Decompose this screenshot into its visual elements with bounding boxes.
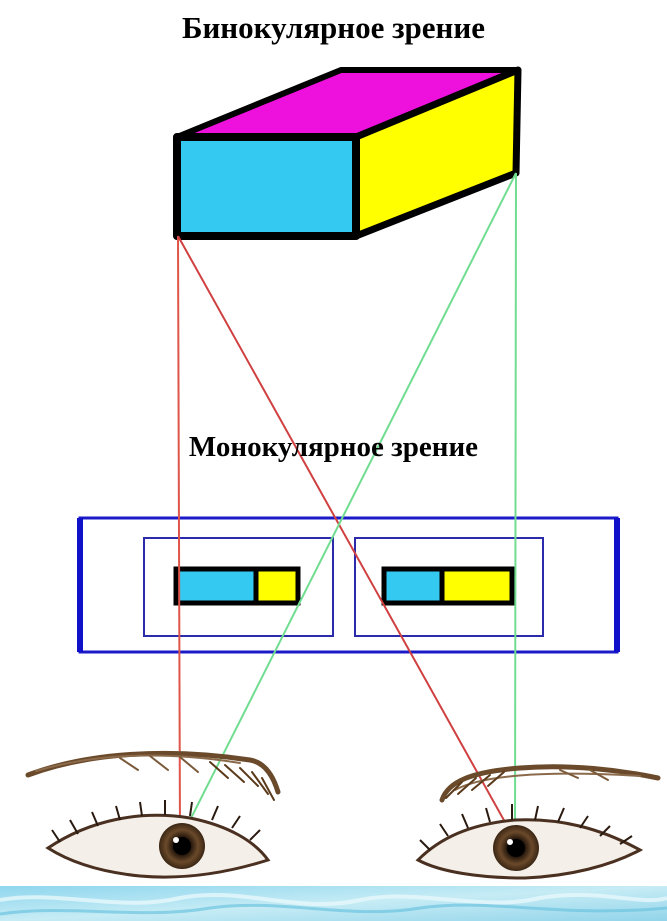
left-image-outline <box>173 566 301 606</box>
sight-rays <box>177 172 517 841</box>
left-eye-ray-vertical <box>177 235 181 839</box>
right-image-outline <box>381 566 515 606</box>
right-eye <box>415 804 644 880</box>
bottom-band <box>0 886 667 921</box>
right-image-side <box>442 569 512 603</box>
left-eye-image <box>173 566 301 606</box>
left-lens-frame <box>143 537 334 637</box>
cube-front-face <box>173 133 360 240</box>
right-eyebrow <box>439 764 661 803</box>
left-eye-highlight <box>173 837 179 843</box>
right-eye-highlight <box>507 839 513 845</box>
screen-frame <box>77 516 620 654</box>
right-lens-frame <box>354 537 544 637</box>
binocular-vision-title: Бинокулярное зрение <box>181 10 486 45</box>
cube-object <box>173 66 522 240</box>
left-eye-lashes <box>51 800 261 843</box>
right-image-front <box>384 569 442 603</box>
left-eye <box>45 800 271 879</box>
left-image-side <box>256 569 298 603</box>
monocular-vision-title: Монокулярное зрение <box>188 431 479 463</box>
left-image-front <box>176 569 256 603</box>
left-eyebrow <box>25 750 281 801</box>
right-eye-lashes <box>419 804 633 851</box>
right-eye-ray-diagonal <box>177 235 516 841</box>
left-eye-white <box>45 813 271 879</box>
right-eye-image <box>381 566 515 606</box>
right-eye-ray-vertical <box>514 172 517 841</box>
left-eye-ray-diagonal <box>180 172 517 839</box>
